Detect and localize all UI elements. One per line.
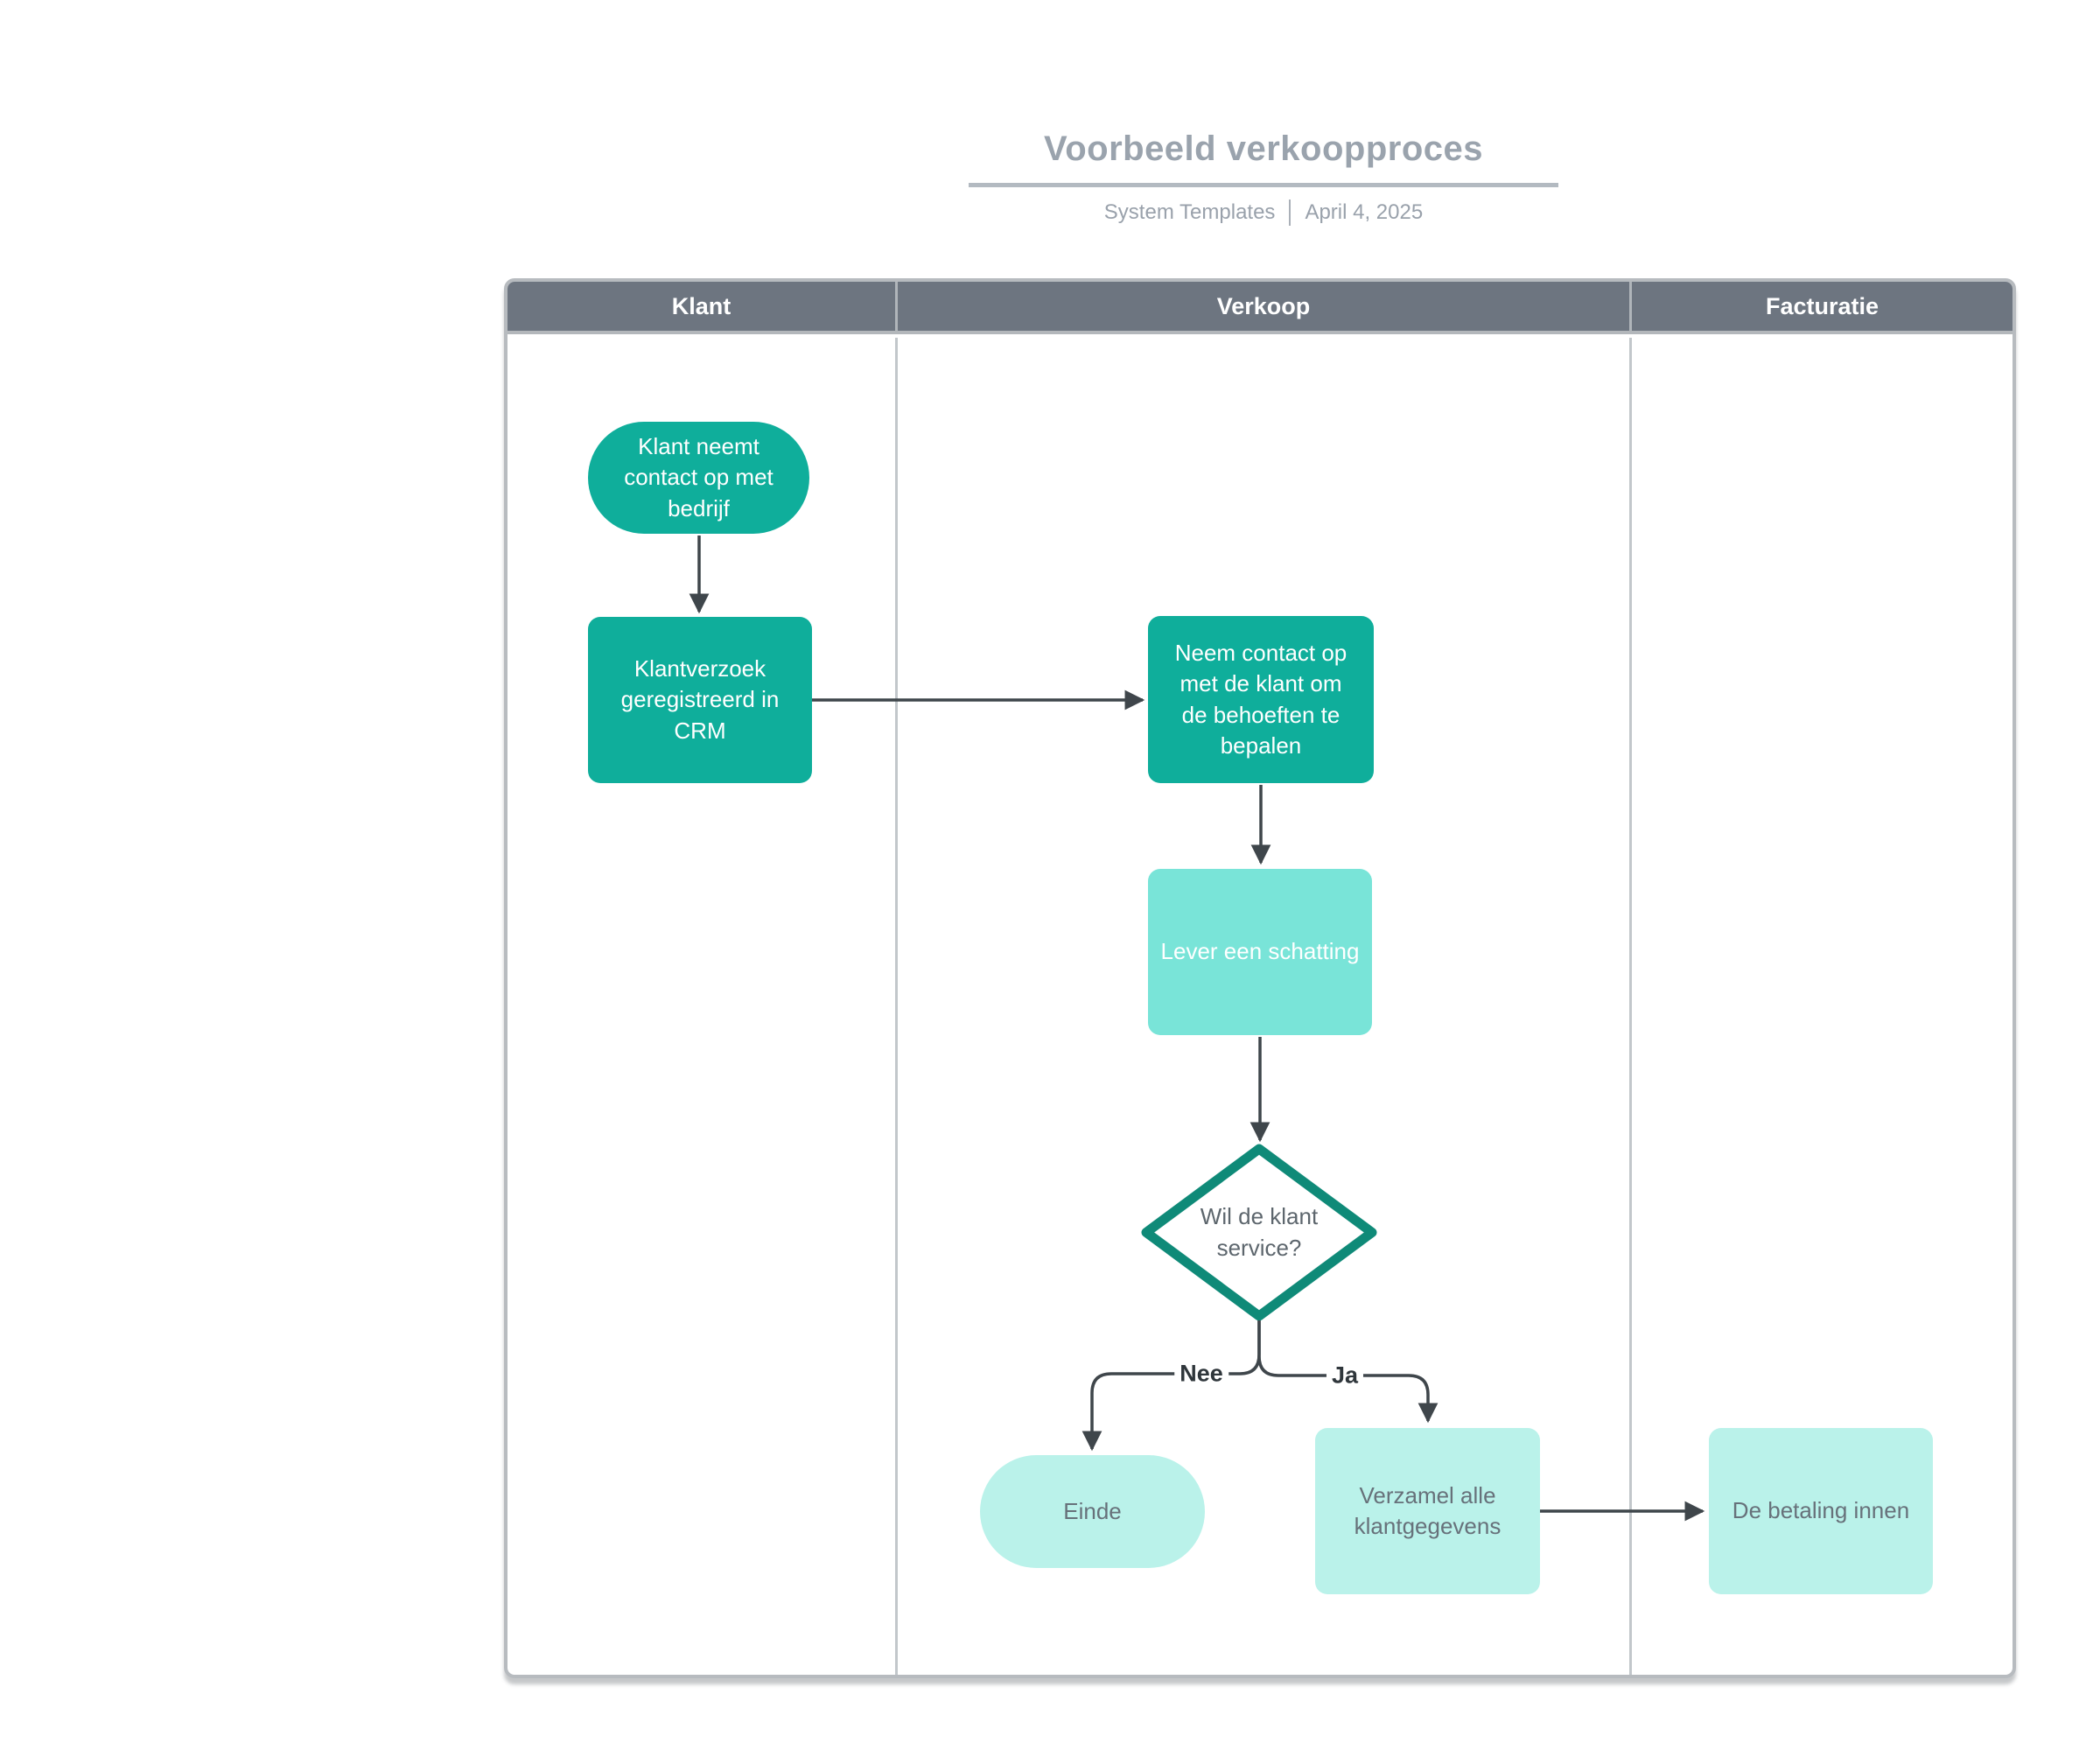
lane-header-facturatie[interactable]: Facturatie (1629, 282, 2012, 331)
node-start-terminator[interactable]: Klant neemt contact op met bedrijf (588, 422, 809, 534)
subtitle-author: System Templates (1103, 200, 1276, 224)
node-payment-process[interactable]: De betaling innen (1709, 1428, 1933, 1594)
lane-divider-1 (895, 338, 898, 1675)
node-estimate-process[interactable]: Lever een schatting (1148, 869, 1372, 1035)
node-end-terminator[interactable]: Einde (980, 1455, 1205, 1568)
subtitle-date: April 4, 2025 (1305, 200, 1424, 224)
title-block: Voorbeeld verkoopproces System Templates… (969, 130, 1558, 226)
edge-label-ja: Ja (1326, 1362, 1364, 1389)
lane-header-verkoop[interactable]: Verkoop (895, 282, 1629, 331)
subtitle-separator (1289, 200, 1292, 226)
diamond-shape (1141, 1144, 1377, 1321)
swimlane-header: Klant Verkoop Facturatie (508, 282, 2012, 334)
decision-label: Wil de klant service? (1200, 1203, 1319, 1261)
node-decision-diamond[interactable]: Wil de klant service? (1141, 1144, 1377, 1321)
lane-header-klant[interactable]: Klant (508, 282, 895, 331)
page-title: Voorbeeld verkoopproces (969, 130, 1558, 187)
lane-divider-2 (1629, 338, 1632, 1675)
node-contact-process[interactable]: Neem contact op met de klant om de behoe… (1148, 616, 1374, 783)
node-crm-process[interactable]: Klantverzoek geregistreerd in CRM (588, 617, 812, 783)
edge-label-nee: Nee (1174, 1361, 1228, 1387)
node-collect-process[interactable]: Verzamel alle klantgegevens (1315, 1428, 1540, 1594)
page-subtitle: System Templates April 4, 2025 (969, 200, 1558, 226)
